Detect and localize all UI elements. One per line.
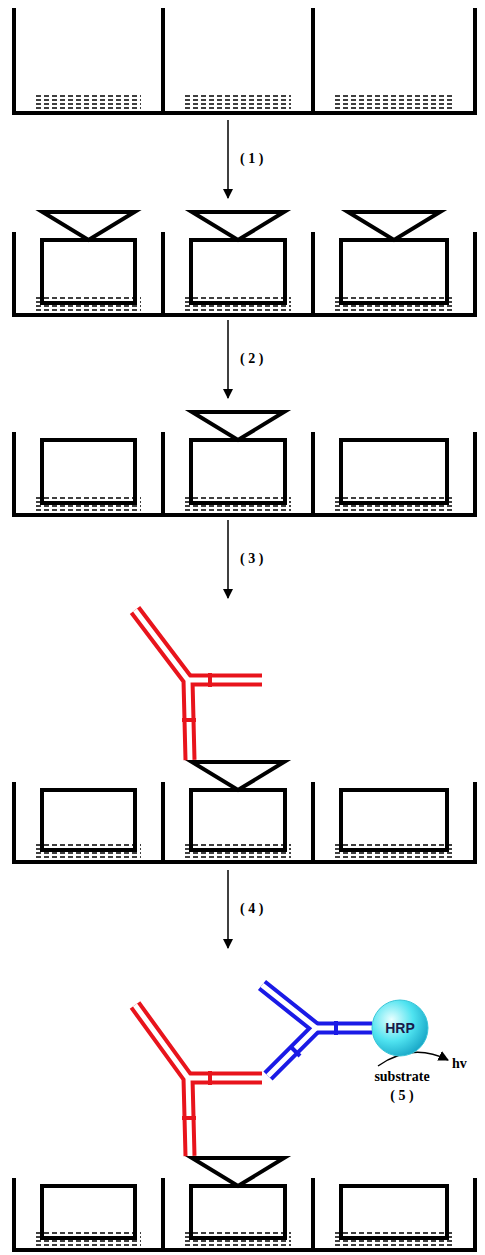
step-arrow [227, 320, 229, 398]
light-label: hv [452, 1056, 467, 1071]
enzyme-label: HRP [385, 1020, 415, 1036]
antibody [262, 985, 372, 1076]
substrate-label: substrate [374, 1069, 429, 1084]
step-number: ( 5 ) [390, 1088, 413, 1103]
well-plate [12, 412, 477, 515]
step-arrow [227, 870, 229, 948]
step-number: ( 2 ) [240, 351, 263, 366]
step-number: ( 1 ) [240, 151, 263, 166]
step-number: ( 4 ) [240, 901, 263, 916]
reaction-arrow [378, 1052, 448, 1066]
well-plate [12, 762, 477, 862]
enzyme-circle: HRP [371, 999, 429, 1057]
step-number: ( 3 ) [240, 551, 263, 566]
step-arrow [227, 520, 229, 598]
step-arrow [227, 120, 229, 198]
well-plate [12, 1158, 477, 1250]
well-plate [12, 212, 477, 315]
antibody [135, 610, 262, 760]
antibody [135, 1005, 262, 1156]
well-plate [12, 8, 477, 113]
